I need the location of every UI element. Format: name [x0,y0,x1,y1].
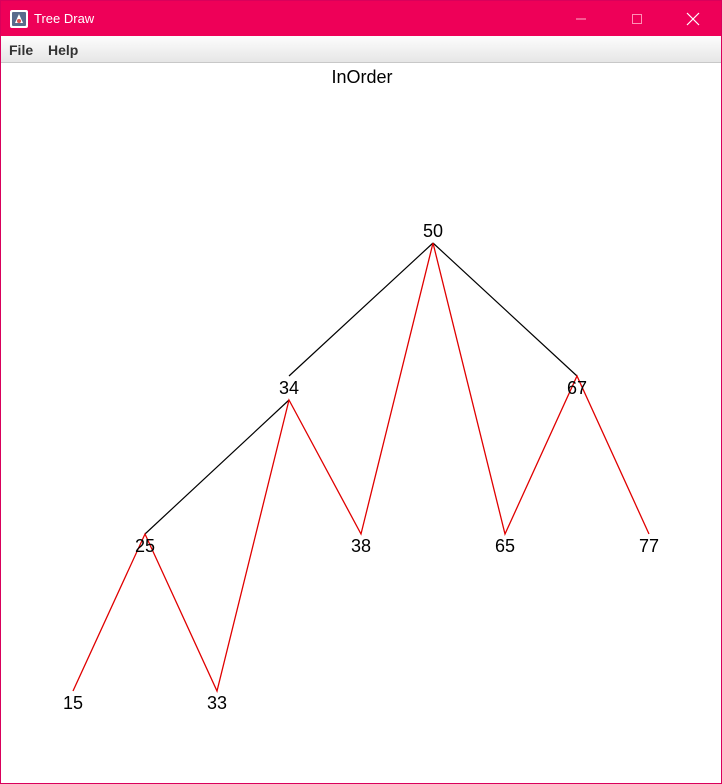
tree-canvas: InOrder 50 34 67 25 38 65 77 15 33 [1,63,721,783]
node-label-25: 25 [135,536,155,556]
traversal-heading: InOrder [331,67,392,87]
node-label-65: 65 [495,536,515,556]
tree-edge-50-67 [432,242,578,377]
traversal-path [72,242,650,693]
node-label-34: 34 [279,378,299,398]
minimize-icon [576,18,586,19]
node-label-15: 15 [63,693,83,713]
node-labels: 50 34 67 25 38 65 77 15 33 [63,221,659,713]
menu-file[interactable]: File [9,42,34,58]
java-app-icon [10,10,28,28]
menu-help[interactable]: Help [48,42,79,58]
node-label-50: 50 [423,221,443,241]
node-label-33: 33 [207,693,227,713]
tree-edge-50-34 [288,242,434,377]
maximize-button[interactable] [614,1,660,36]
tree-edges [144,242,578,535]
tree-drawing: InOrder 50 34 67 25 38 65 77 15 33 [63,67,659,713]
close-button[interactable] [670,1,716,36]
inorder-traversal-line [72,242,650,693]
tree-edge-34-25 [144,399,290,535]
maximize-icon [632,13,642,24]
node-label-67: 67 [567,378,587,398]
minimize-button[interactable] [558,1,604,36]
menu-bar: File Help [1,36,721,63]
title-bar[interactable]: Tree Draw [1,1,721,36]
node-label-38: 38 [351,536,371,556]
window-title: Tree Draw [34,11,95,26]
close-icon [686,12,700,25]
node-label-77: 77 [639,536,659,556]
